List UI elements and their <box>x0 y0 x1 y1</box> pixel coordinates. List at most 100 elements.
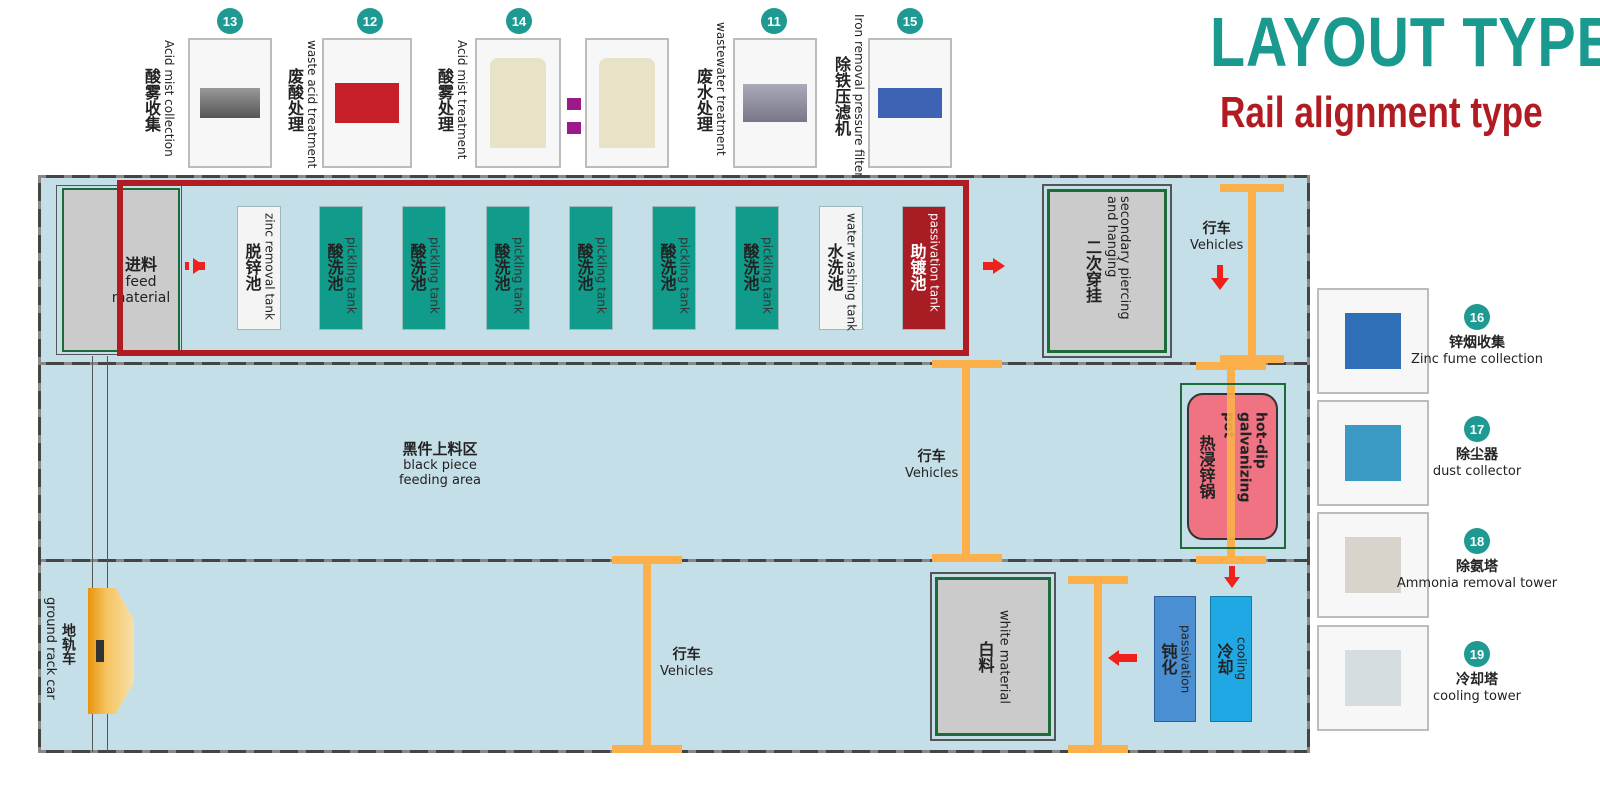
cooling-cn: 冷却 <box>1214 643 1234 675</box>
tank-en: pickling tank <box>677 237 692 314</box>
tank-en: pickling tank <box>511 237 526 314</box>
ground-rack-car-label: 地轨车 ground rack car <box>43 597 77 700</box>
white-material-en: white material <box>996 609 1012 704</box>
badge: 19 <box>1464 641 1490 667</box>
rack-car-cn: 地轨车 <box>60 623 76 665</box>
feed-en1: feed <box>125 274 157 290</box>
secondary-cn: 二次穿挂 <box>1083 239 1102 303</box>
ground-rack-car[interactable] <box>88 588 134 714</box>
tank-en: pickling tank <box>760 237 775 314</box>
tank-en: zinc removal tank <box>262 213 277 320</box>
crane-rail-bottom <box>612 745 682 753</box>
tank-cn: 助镀池 <box>907 243 927 291</box>
tank-en: pickling tank <box>427 237 442 314</box>
vehicles-cn: 行车 <box>1202 221 1231 237</box>
vehicles-en: Vehicles <box>660 664 714 679</box>
tank-cn: 酸洗池 <box>491 243 511 291</box>
badge-14: 14 <box>506 8 532 34</box>
rack-car-control-box <box>96 640 104 662</box>
cooling-en: cooling <box>1234 637 1249 681</box>
equals-mark <box>567 122 581 134</box>
layout-type-title: LAYOUT TYPE <box>1210 3 1600 81</box>
badge-13: 13 <box>217 8 243 34</box>
arrow-down-icon <box>1229 566 1235 578</box>
label-cn: 冷却塔 <box>1456 672 1498 688</box>
arrow-left-icon <box>1119 654 1137 662</box>
label-cn: 锌烟收集 <box>1449 335 1505 351</box>
black-area-en2: feeding area <box>398 473 482 488</box>
filter-press-image <box>868 38 952 168</box>
ground-rail-track <box>92 356 108 752</box>
arrow-right-icon <box>983 262 993 270</box>
white-material-cn: 白料 <box>975 640 995 673</box>
overhead-crane[interactable] <box>1227 393 1235 540</box>
tank-cn: 酸洗池 <box>407 243 427 291</box>
label-cn: 除铁压滤机 <box>832 56 851 136</box>
label-en: Acid mist collection <box>162 40 176 157</box>
crane-rail-bottom <box>1068 745 1128 753</box>
label-en: waste acid treatment <box>305 40 319 169</box>
overhead-crane[interactable] <box>1248 190 1256 358</box>
badge-15: 15 <box>897 8 923 34</box>
badge: 17 <box>1464 416 1490 442</box>
badge: 18 <box>1464 528 1490 554</box>
equipment-image-17 <box>1317 400 1429 506</box>
black-area-en1: black piece <box>403 458 477 473</box>
pot-frame <box>1180 383 1286 549</box>
label-cn: 除尘器 <box>1456 447 1498 463</box>
acid-mist-collector-image <box>188 38 272 168</box>
vehicles-en: Vehicles <box>905 466 959 481</box>
tank-en: pickling tank <box>594 237 609 314</box>
secondary-en: secondary piercing and hanging <box>1104 196 1132 320</box>
label-cn: 酸雾收集 <box>142 68 161 132</box>
cooling-tank: cooling 冷却 <box>1210 596 1252 722</box>
label-en: cooling tower <box>1433 689 1521 704</box>
black-area-cn: 黑件上料区 <box>402 440 478 458</box>
rail-right <box>1307 175 1310 753</box>
equals-mark <box>567 98 581 110</box>
crane-rail-bottom <box>1196 556 1266 564</box>
label-en: Ammonia removal tower <box>1396 576 1558 591</box>
tank-en: passivation tank <box>927 213 942 312</box>
equipment-image-16 <box>1317 288 1429 394</box>
tank-cn: 脱锌池 <box>242 243 262 291</box>
tank-cn: 酸洗池 <box>657 243 677 291</box>
tank-cn: 水洗池 <box>824 243 844 291</box>
white-material-area: white material 白料 <box>930 572 1056 741</box>
rail-left <box>38 175 41 753</box>
overhead-crane[interactable] <box>962 366 970 558</box>
tank-en: water washing tank <box>844 213 859 332</box>
arrow-right-icon <box>993 258 1005 274</box>
overhead-crane[interactable] <box>1094 582 1102 750</box>
pretreatment-line-box <box>117 180 969 356</box>
vehicles-en: Vehicles <box>1190 238 1244 253</box>
arrow-left-icon <box>1108 650 1119 666</box>
vehicles-cn: 行车 <box>672 647 701 663</box>
overhead-crane[interactable] <box>643 562 651 748</box>
arrow-down-icon <box>1211 278 1229 290</box>
crane-rail-top <box>932 360 1002 368</box>
crane-rail-top <box>1220 184 1284 192</box>
vehicles-cn: 行车 <box>917 449 946 465</box>
rail-divider <box>38 362 1310 365</box>
secondary-hanging-area: secondary piercing and hanging 二次穿挂 <box>1042 184 1172 358</box>
label-cn: 酸雾处理 <box>435 68 454 132</box>
crane-rail-top <box>1068 576 1128 584</box>
label-en: dust collector <box>1432 464 1522 479</box>
label-cn: 废酸处理 <box>285 68 304 132</box>
label-cn: 除氨塔 <box>1456 559 1498 575</box>
waste-acid-plant-image <box>322 38 412 168</box>
